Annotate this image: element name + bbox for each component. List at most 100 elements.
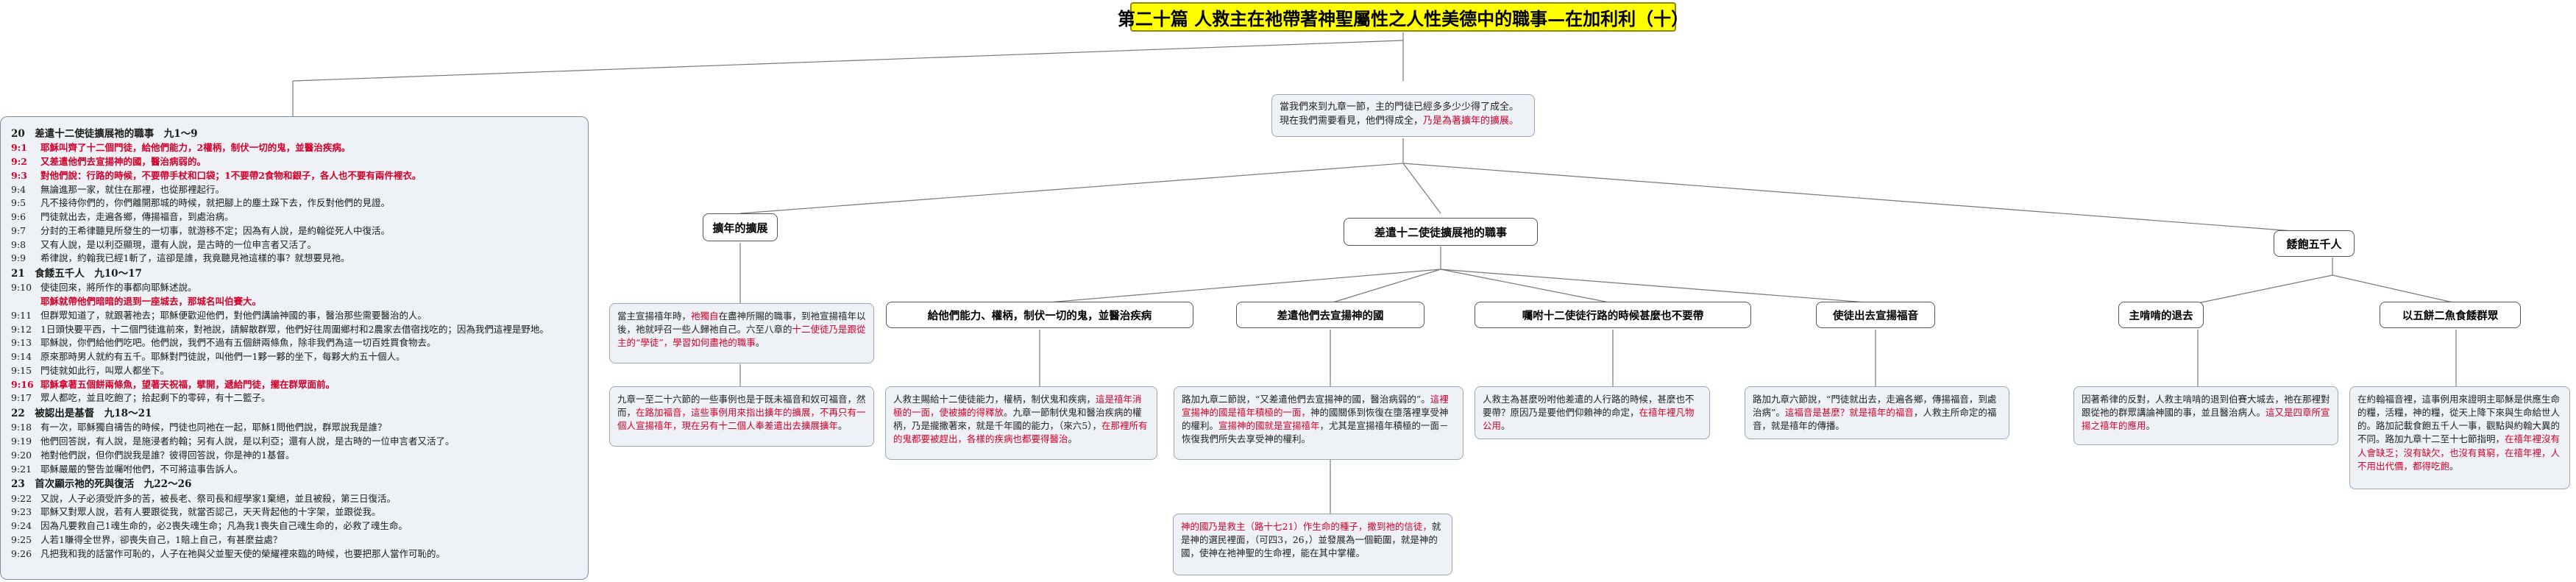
verse-line: 9:23 耶穌又對眾人說，若有人要跟從我，就當否認己，天天背起他的十字架，並跟從我…	[11, 505, 578, 519]
topic-power-authority[interactable]: 給他們能力、權柄，制伏一切的鬼，並醫治疾病	[886, 302, 1193, 328]
verse-number: 9:12	[11, 323, 32, 335]
verse-line: 9:9 希律說，約翰我已經1斬了，這卻是誰，我竟聽見祂這樣的事？就想要見祂。	[11, 252, 578, 266]
connector-title-passage	[292, 40, 1404, 82]
verse-line: 9:12 1日頭快要平西，十二個門徒進前來，對祂說，請解散群眾，他們好往周圍鄉村和…	[11, 323, 578, 337]
topic-proclaim-kingdom[interactable]: 差遣他們去宣揚神的國	[1236, 302, 1424, 328]
verse-number: 9:22	[11, 492, 32, 504]
note-take-nothing: 人救主為甚麼吩咐他差遣的人行路的時候，甚麼也不要帶？原因乃是要他們仰賴神的命定，…	[1475, 386, 1710, 439]
verse-line: 9:7 分封的王希律聽見所發生的一切事，就游移不定；因為有人說，是約翰從死人中復活…	[11, 224, 578, 238]
branch-jubilee-spread[interactable]: 擴年的擴展	[703, 213, 778, 241]
verse-text: 又說，人子必須受許多的苦，被長老、祭司長和經學家1棄絕，並且被殺，第三日復活。	[40, 492, 396, 504]
intro-highlight: 乃是為著擴年的擴展。	[1423, 115, 1519, 127]
verse-number: 9:4	[11, 183, 26, 195]
verse-number: 9:14	[11, 351, 32, 362]
verse-number: 9:11	[11, 309, 32, 321]
verse-text: 無論進那一家，就住在那裡，也從那裡起行。	[40, 183, 225, 195]
branch-send-twelve[interactable]: 差遣十二使徒擴展祂的職事	[1344, 218, 1538, 246]
verse-line: 9:17 眾人都吃，並且吃飽了；拾起剩下的零碎，有十二籃子。	[11, 391, 578, 405]
verse-line: 9:6 門徒就出去，走遍各鄉，傳揚福音，到處治病。	[11, 210, 578, 224]
verse-number: 9:10	[11, 282, 32, 294]
note-withdraw-privately: 因著希律的反對，人救主啃啃的退到伯賽大城去，祂在那裡對跟從祂的群眾講論神國的事，…	[2073, 386, 2338, 445]
verse-text: 耶穌說，你們給他們吃吧。他們說，我們不過有五個餅兩條魚，除非我們為這一切百姓買食…	[40, 337, 436, 349]
verse-number: 9:13	[11, 337, 32, 349]
verse-text: 耶穌嚴嚴的警告並囑咐他們，不可將這事告訴人。	[40, 463, 244, 475]
intro-note: 當我們來到九章一節，主的門徒已經多多少少得了成全。現在我們需要看見，他們得成全，…	[1271, 94, 1535, 137]
verse-line: 9:24 因為凡要救自己1魂生命的，必2喪失魂生命；凡為我1喪失自己魂生命的，必救…	[11, 519, 578, 533]
left-note-2: 九章一至二十六節的一些事例也是于既未福音和奴可福音，然而，在路加福音，這些事例用…	[609, 386, 874, 447]
left-note-1: 當主宣揚禧年時，祂獨自在盡神所賜的職事，到祂宣揚禧年以後，祂就呼召一些人歸祂自己…	[609, 303, 874, 363]
verse-line: 9:15 門徒就如此行，叫眾人都坐下。	[11, 364, 578, 378]
verse-number: 9:26	[11, 547, 32, 559]
verse-number: 9:3	[11, 169, 28, 181]
verse-text: 1日頭快要平西，十二個門徒進前來，對祂說，請解散群眾，他們好往周圍鄉村和2農家去…	[40, 323, 549, 335]
verse-text: 眾人都吃，並且吃飽了；拾起剩下的零碎，有十二籃子。	[40, 392, 271, 404]
verse-number: 9:18	[11, 422, 32, 433]
topic-preach-gospel[interactable]: 使徒出去宣揚福音	[1816, 302, 1935, 328]
verse-text: 但群眾知道了，就跟著祂去；耶穌便歡迎他們，對他們講論神國的事，醫治那些需要醫治的…	[40, 309, 427, 321]
verse-text: 他們回答說，有人說，是施浸者約翰；另有人說，是以利亞；還有人說，是古時的一位申言…	[40, 436, 455, 447]
verse-text: 門徒就出去，走遍各鄉，傳揚福音，到處治病。	[40, 211, 234, 222]
verse-number: 9:6	[11, 211, 26, 222]
verse-number: 9:23	[11, 506, 32, 518]
passage-section-heading: 22 被認出是基督 九18～21	[11, 408, 152, 419]
verse-text: 門徒就如此行，叫眾人都坐下。	[40, 364, 170, 376]
note-power-authority: 人救主賜給十二使徒能力，權柄，制伏鬼和疾病，這是禧年消極的一面，使被擄的得釋放。…	[885, 386, 1157, 460]
verse-number: 9:20	[11, 449, 32, 461]
verse-number: 9:19	[11, 436, 32, 447]
verse-line: 9:10 使徒回來，將所作的事都向耶穌述說。	[11, 281, 578, 295]
verse-text: 原來那時男人就約有五千。耶穌對門徒說，叫他們一1夥一夥的坐下，每夥大約五十個人。	[40, 351, 405, 362]
verse-text: 耶穌叫齊了十二個門徒，給他們能力，2權柄，制伏一切的鬼，並醫治疾病。	[40, 142, 351, 154]
verse-text: 人若1賺得全世界，卻喪失自己，1賠上自己，有甚麼益處？	[40, 533, 283, 545]
verse-number: 9:15	[11, 364, 32, 376]
connector-middle-branch	[1402, 163, 1441, 214]
topic-five-loaves-two-fish[interactable]: 以五餅二魚食餧群眾	[2380, 302, 2521, 328]
verse-line: 9:22 又說，人子必須受許多的苦，被長老、祭司長和經學家1棄絕，並且被殺，第三日…	[11, 492, 578, 506]
verse-text: 凡不接待你們的，你們離開那城的時候，就把腳上的塵土跺下去，作反對他們的見證。	[40, 197, 391, 209]
verse-text: 對他們說：行路的時候，不要帶手杖和口袋；1不要帶2食物和銀子，各人也不要有兩件裡…	[40, 169, 422, 181]
verse-number: 9:5	[11, 197, 26, 209]
verse-text: 耶穌又對眾人說，若有人要跟從我，就當否認己，天天背起他的十字架，並跟從我。	[40, 506, 381, 518]
topic-take-nothing[interactable]: 囑咐十二使徒行路的時候甚麼也不要帶	[1475, 302, 1751, 328]
verse-text: 因為凡要救自己1魂生命的，必2喪失魂生命；凡為我1喪失自己魂生命的，必救了魂生命…	[40, 520, 408, 531]
verse-text: 耶穌就帶他們暗暗的退到一座城去，那城名叫伯賽大。	[40, 296, 262, 307]
connector-right-branch	[1402, 163, 2333, 235]
note-preach-gospel: 路加九章六節說，“門徒就出去，走遍各鄉，傳揚福音，到處治病”。這福音是甚麼？就是…	[1745, 386, 2009, 439]
passage-section-heading: 23 首次顯示祂的死與復活 九22～26	[11, 478, 192, 491]
passage-section-heading: 21 食餧五千人 九10～17	[11, 268, 142, 280]
topic-withdraw-privately[interactable]: 主啃啃的退去	[2118, 302, 2204, 328]
branch-feed-five-thousand[interactable]: 餧飽五千人	[2274, 230, 2355, 257]
verse-number: 9:9	[11, 252, 26, 264]
verse-number: 9:7	[11, 224, 26, 236]
verse-number: 9:25	[11, 533, 32, 545]
verse-line: 9:18 有一次，耶穌獨自禱告的時候，門徒也同祂在一起，耶穌1問他們說，群眾說我是…	[11, 421, 578, 435]
note-proclaim-kingdom: 路加九章二節說，“又差遣他們去宣揚神的國，醫治病弱的”。這裡宣揚神的國是禧年積極…	[1174, 386, 1463, 460]
passage-section-heading: 20 差遣十二使徒擴展祂的職事 九1～9	[11, 128, 198, 140]
verse-text: 有一次，耶穌獨自禱告的時候，門徒也同祂在一起，耶穌1問他們說，群眾說我是誰？	[40, 422, 387, 433]
verse-number: 9:24	[11, 520, 32, 531]
intro-text: 當我們來到九章一節，主的門徒已經多多少少得了成全。現在我們需要看見，他們得成全，	[1280, 102, 1519, 127]
verse-text: 希律說，約翰我已經1斬了，這卻是誰，我竟聽見祂這樣的事？就想要見祂。	[40, 252, 350, 264]
connector-left-branch	[739, 163, 1404, 214]
verse-number: 9:17	[11, 392, 32, 404]
verse-line: 9:5 凡不接待你們的，你們離開那城的時候，就把腳上的塵土跺下去，作反對他們的見證…	[11, 196, 578, 210]
verse-line: 9:4 無論進那一家，就住在那裡，也從那裡起行。	[11, 183, 578, 197]
verse-text: 使徒回來，將所作的事都向耶穌述說。	[40, 282, 197, 294]
verse-text: 耶穌拿著五個餅兩條魚，望著天祝福，擘開，遞給門徒，擺在群眾面前。	[40, 378, 336, 390]
note-five-loaves: 在約翰福音裡，這事例用來證明主耶穌是供應生命的糧，活糧，神的糧，從天上降下來與生…	[2349, 386, 2570, 489]
verse-line: 9:25 人若1賺得全世界，卻喪失自己，1賠上自己，有甚麼益處？	[11, 533, 578, 547]
verse-line: 耶穌就帶他們暗暗的退到一座城去，那城名叫伯賽大。	[11, 295, 578, 309]
verse-text: 分封的王希律聽見所發生的一切事，就游移不定；因為有人說，是約翰從死人中復活。	[40, 224, 391, 236]
verse-number	[11, 295, 40, 309]
verse-number: 9:2	[11, 156, 28, 167]
verse-line: 9:19 他們回答說，有人說，是施浸者約翰；另有人說，是以利亞；還有人說，是古時的…	[11, 435, 578, 449]
verse-text: 又有人說，是以利亞顯現，還有人說，是古時的一位申言者又活了。	[40, 238, 317, 250]
verse-line: 9:13 耶穌說，你們給他們吃吧。他們說，我們不過有五個餅兩條魚，除非我們為這一切…	[11, 336, 578, 350]
verse-line: 9:14 原來那時男人就約有五千。耶穌對門徒說，叫他們一1夥一夥的坐下，每夥大約五…	[11, 350, 578, 364]
